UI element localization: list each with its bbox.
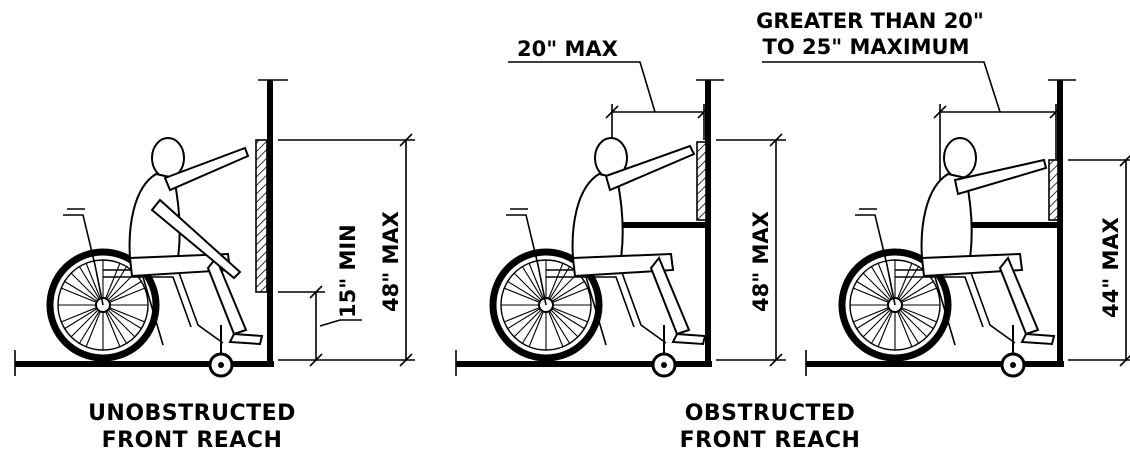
dimension-lines-3 [762, 61, 1130, 367]
dimension-lines-1 [278, 133, 415, 367]
reach-range-2 [696, 141, 707, 221]
arm-reach-3 [953, 158, 1048, 196]
dimension-max-48-unobstructed: 48" MAX [379, 211, 403, 312]
arm-reach-2 [604, 144, 696, 192]
dimension-reach-25-line2: TO 25" MAXIMUM [763, 35, 970, 59]
dimension-max-48-obstructed: 48" MAX [749, 211, 773, 312]
dimension-min-15: 15" MIN [336, 224, 360, 318]
caption-unobstructed-line1: UNOBSTRUCTED [88, 401, 296, 426]
dimension-max-44-obstructed: 44" MAX [1099, 217, 1123, 318]
caption-unobstructed-line2: FRONT REACH [102, 428, 283, 453]
obstructed-figure-20: 20" MAX 48" MAX [455, 37, 786, 376]
obstructed-figure-25: GREATER THAN 20" TO 25" MAXIMUM 44" MAX … [680, 9, 1130, 453]
caption-obstructed-line2: FRONT REACH [680, 428, 861, 453]
dimension-reach-20-max: 20" MAX [517, 37, 618, 61]
dimension-reach-25-line1: GREATER THAN 20" [756, 9, 984, 33]
dimension-lines-2 [508, 61, 786, 367]
upper-arm-reach-1 [163, 146, 250, 192]
caption-obstructed-line1: OBSTRUCTED [685, 401, 856, 426]
reach-range-1 [255, 139, 268, 293]
unobstructed-figure: 15" MIN 48" MAX UNOBSTRUCTED FRONT REACH [14, 79, 415, 453]
reach-range-3 [1048, 159, 1059, 221]
lower-arm-reach-1 [150, 198, 242, 280]
